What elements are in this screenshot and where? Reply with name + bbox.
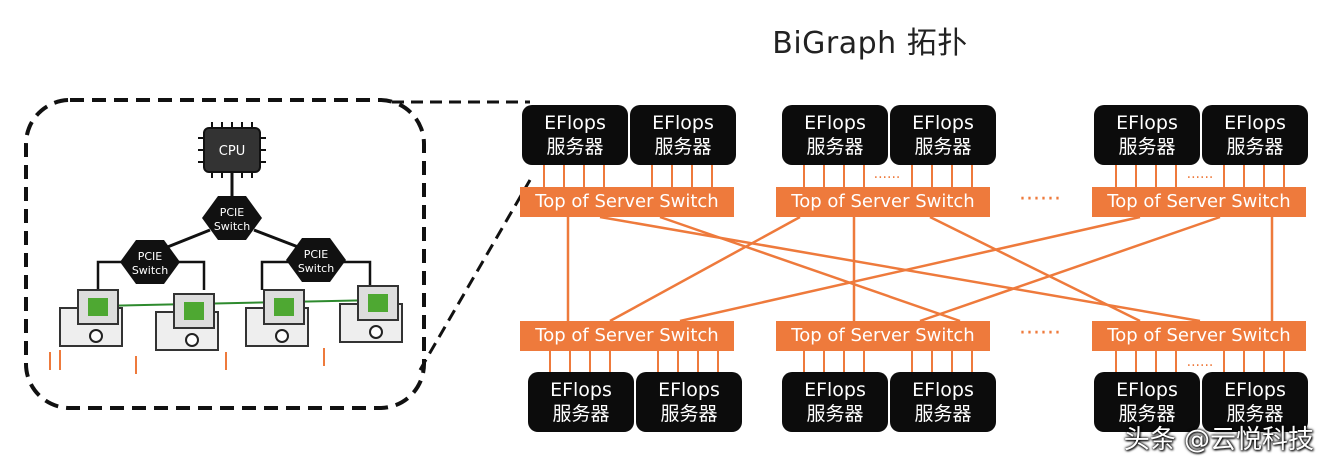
svg-text:Switch: Switch [214,220,250,233]
gpu-cards [49,285,403,374]
fabric-link [659,215,961,323]
svg-text:PCIE: PCIE [138,250,163,263]
switch-top-3: Top of Server Switch [1092,187,1306,217]
fabric-links [543,165,1285,372]
ellipsis-small-1: ······ [874,170,901,186]
diagram-title: BiGraph 拓扑 [772,26,968,61]
fabric-link [679,215,1141,323]
ellipsis-top: ······ [1019,187,1061,212]
pcie-switch-top: PCIE Switch [202,196,262,240]
switch-top-1: Top of Server Switch [520,187,734,217]
cpu-chip: CPU [198,122,266,178]
watermark: 头条 @云悦科技 [1123,425,1314,455]
switch-bottom-3: Top of Server Switch [1092,321,1306,351]
pcie-switch-left: PCIE Switch [120,240,180,284]
switch-bottom-2: Top of Server Switch [776,321,990,351]
ellipsis-bottom: ······ [1019,321,1061,346]
zoom-line-bottom [418,179,532,371]
inset-topology: CPU PCIE Switch PCIE Switch PCIE Switch [49,122,403,374]
cpu-label: CPU [219,144,245,159]
svg-text:Switch: Switch [298,262,334,275]
svg-text:Switch: Switch [132,264,168,277]
inset-box [24,98,426,410]
fabric-link [599,215,1201,323]
ellipsis-small-3: ······ [1187,358,1214,374]
fabric-link [929,215,1141,323]
ellipsis-small-2: ······ [1187,170,1214,186]
svg-text:PCIE: PCIE [304,248,329,261]
fabric-link [609,215,801,323]
fabric-link [919,215,1221,323]
switch-top-2: Top of Server Switch [776,187,990,217]
svg-text:PCIE: PCIE [220,206,245,219]
switch-bottom-1: Top of Server Switch [520,321,734,351]
pcie-switch-right: PCIE Switch [286,238,346,282]
